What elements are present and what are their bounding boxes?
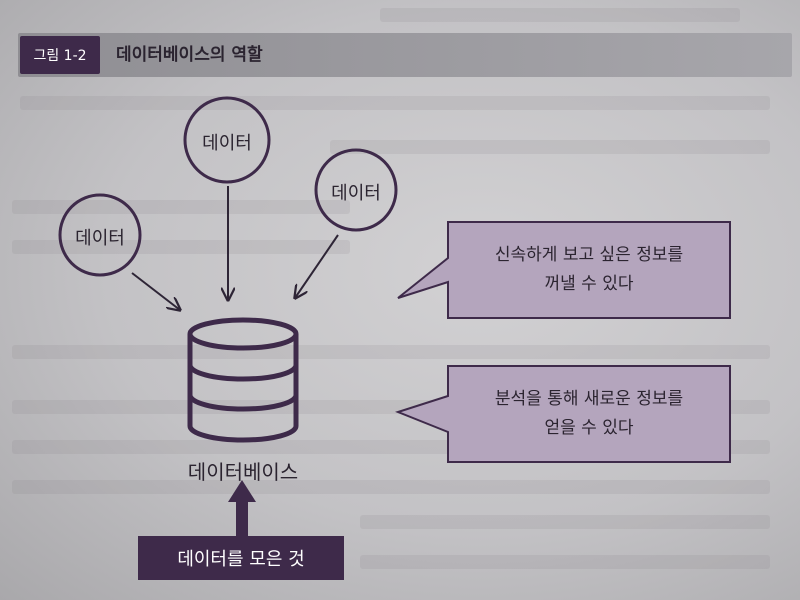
background-text-band — [360, 515, 770, 529]
callout-bottom-line1: 분석을 통해 새로운 정보를 — [494, 389, 684, 409]
data-circle-top — [183, 96, 271, 184]
figure-number-badge: 그림 1-2 — [20, 36, 100, 74]
database-icon — [187, 317, 299, 443]
callout-top-line1: 신속하게 보고 싶은 정보를 — [494, 245, 684, 265]
background-text-band — [330, 140, 770, 154]
data-label-right: 데이터 — [331, 183, 381, 204]
background-text-band — [380, 8, 740, 22]
background-text-band — [12, 240, 350, 254]
source-data-box: 데이터를 모은 것 — [138, 536, 344, 580]
up-arrow-icon — [228, 480, 256, 536]
background-text-band — [12, 480, 770, 494]
arrow-left-to-db — [131, 272, 180, 310]
callout-bubble-top — [397, 221, 731, 319]
data-circle-right — [314, 148, 398, 232]
callout-top-line2: 꺼낼 수 있다 — [544, 274, 634, 294]
callout-top-text: 신속하게 보고 싶은 정보를 꺼낼 수 있다 — [448, 241, 730, 299]
callout-bubble-bottom — [395, 365, 731, 463]
figure-header-bar — [18, 33, 792, 77]
data-circle-left — [58, 193, 142, 277]
background-text-band — [12, 345, 770, 359]
callout-bottom-text: 분석을 통해 새로운 정보를 얻을 수 있다 — [448, 385, 730, 443]
arrow-right-to-db — [295, 234, 339, 298]
figure-title: 데이터베이스의 역할 — [116, 45, 263, 65]
data-label-top: 데이터 — [202, 133, 252, 154]
callout-bottom-line2: 얻을 수 있다 — [544, 418, 634, 438]
database-label: 데이터베이스 — [187, 460, 299, 484]
background-text-band — [20, 96, 770, 110]
data-label-left: 데이터 — [75, 228, 125, 249]
background-text-band — [360, 555, 770, 569]
background-text-band — [12, 200, 350, 214]
